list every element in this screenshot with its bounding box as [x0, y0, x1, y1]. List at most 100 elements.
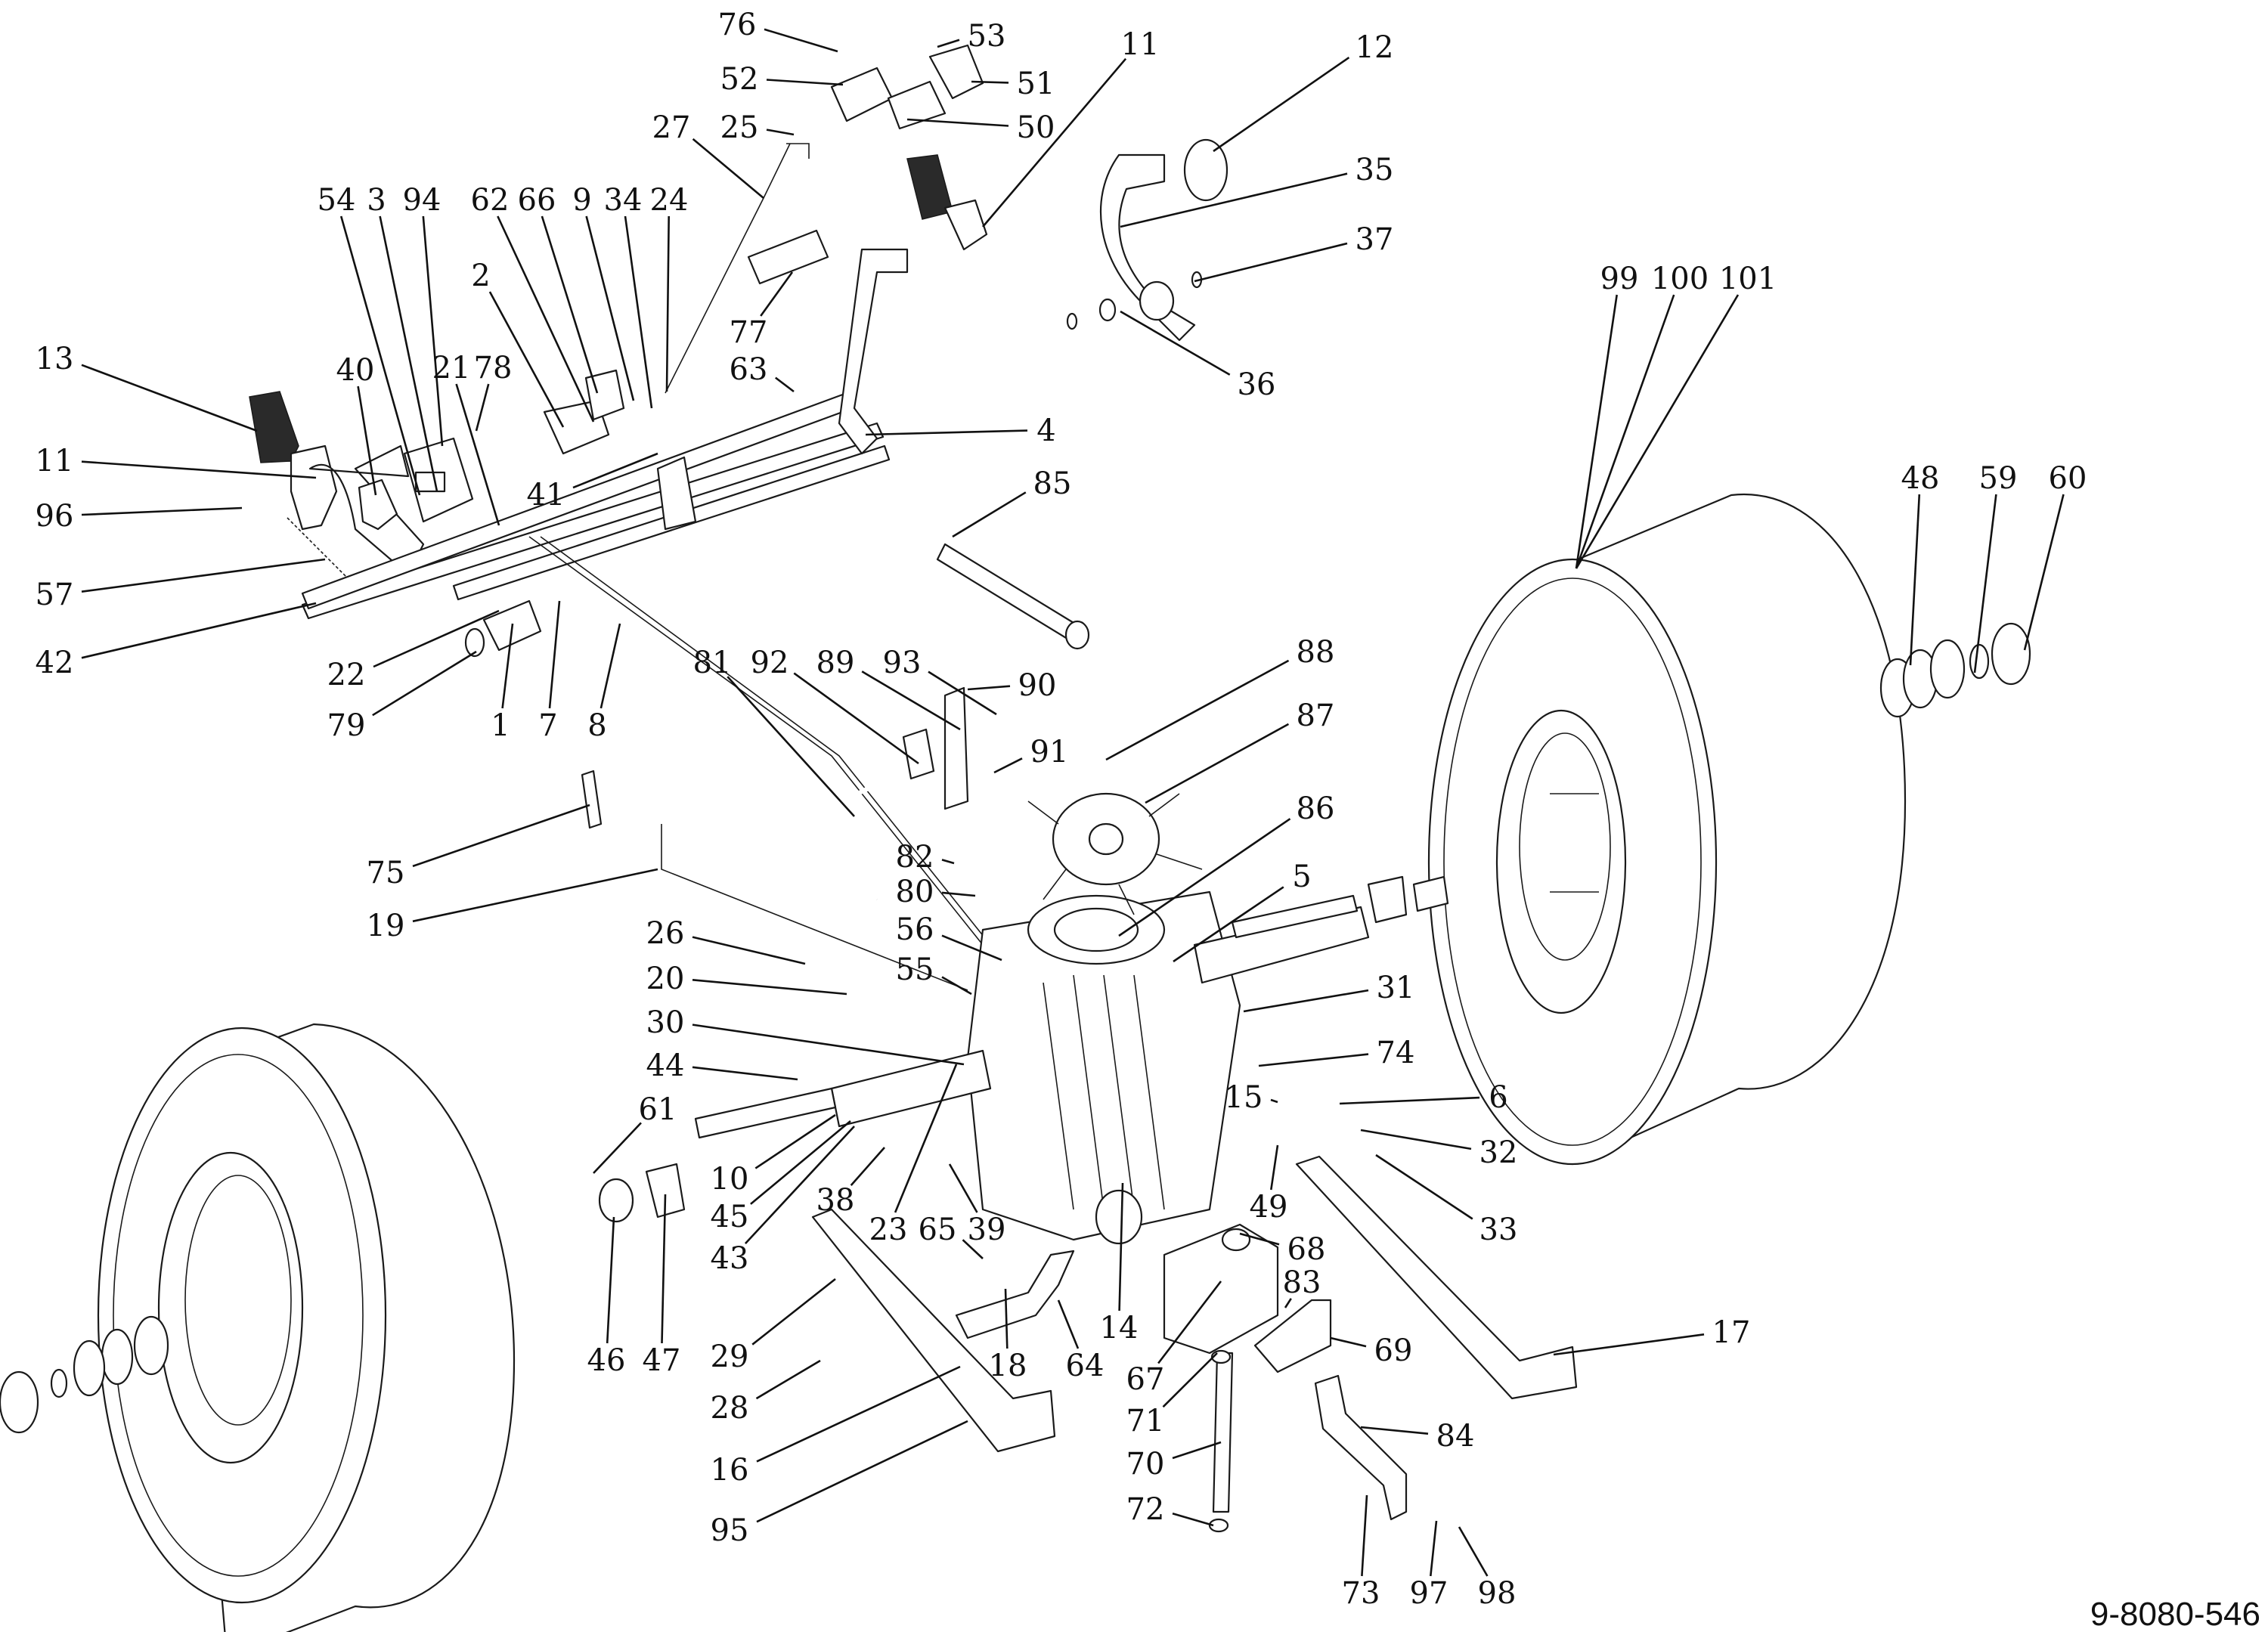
callout-label-69: 69: [1374, 1333, 1413, 1368]
left-rear-tire: [97, 1023, 516, 1632]
leader-line-1: [501, 623, 514, 709]
callout-label-78: 78: [474, 351, 513, 386]
leader-line-29: [751, 1277, 836, 1346]
leader-line-52: [766, 79, 844, 86]
callout-label-16: 16: [711, 1453, 749, 1488]
callout-label-101: 101: [1719, 262, 1777, 296]
leader-line-24: [665, 215, 670, 392]
leader-line-88: [1105, 659, 1290, 761]
leader-line-11: [81, 460, 317, 479]
leader-line-97: [1430, 1520, 1438, 1577]
leader-line-50: [906, 118, 1009, 127]
leader-line-69: [1330, 1336, 1367, 1348]
callout-label-57: 57: [36, 578, 74, 612]
leader-line-45: [750, 1120, 851, 1205]
leader-line-8: [600, 623, 621, 709]
leader-line-67: [1157, 1281, 1222, 1364]
leader-line-6: [1339, 1096, 1480, 1105]
leader-line-68: [1239, 1232, 1280, 1246]
leader-line-20: [692, 979, 847, 996]
callout-label-74: 74: [1377, 1036, 1415, 1070]
callout-label-64: 64: [1066, 1349, 1105, 1383]
callout-label-24: 24: [650, 183, 689, 218]
callout-label-88: 88: [1297, 635, 1335, 670]
leader-line-54: [339, 215, 421, 496]
callout-label-47: 47: [643, 1343, 681, 1378]
leader-line-23: [894, 1064, 958, 1213]
callout-label-80: 80: [896, 875, 934, 909]
callout-label-94: 94: [403, 183, 442, 218]
callout-label-23: 23: [869, 1212, 908, 1247]
leader-line-19: [412, 868, 658, 923]
leader-line-96: [81, 506, 243, 516]
callout-label-100: 100: [1651, 262, 1709, 296]
leader-line-73: [1361, 1494, 1368, 1577]
callout-label-9: 9: [572, 183, 591, 218]
bracket-69: [1253, 1299, 1332, 1373]
left-hub-washers: [0, 1315, 169, 1434]
leader-line-95: [756, 1420, 968, 1523]
leader-line-26: [692, 936, 806, 965]
callout-label-52: 52: [720, 62, 759, 97]
leader-line-53: [937, 39, 960, 48]
callout-label-17: 17: [1712, 1315, 1751, 1350]
leader-line-76: [764, 28, 838, 53]
brackets-top: [543, 369, 625, 455]
leader-line-64: [1057, 1299, 1080, 1349]
callout-label-56: 56: [896, 912, 934, 947]
callout-label-70: 70: [1126, 1447, 1165, 1482]
callout-label-35: 35: [1356, 153, 1394, 187]
leader-line-91: [993, 757, 1023, 774]
leader-line-93: [928, 670, 997, 716]
callout-label-19: 19: [367, 909, 405, 943]
callout-label-44: 44: [646, 1048, 685, 1083]
right-hub-washers: [1879, 622, 2031, 718]
callout-label-87: 87: [1297, 698, 1335, 733]
leader-line-44: [692, 1066, 798, 1081]
brake-pedal-arm: [1066, 138, 1228, 342]
reverse-pedal-arm: [838, 248, 909, 455]
callout-label-36: 36: [1238, 367, 1276, 402]
leader-line-21: [455, 383, 500, 526]
callout-label-55: 55: [896, 952, 934, 987]
leader-line-25: [766, 129, 795, 136]
callout-label-4: 4: [1036, 413, 1055, 448]
leader-line-46: [606, 1216, 615, 1344]
leader-line-66: [541, 215, 599, 394]
leader-line-13: [81, 364, 258, 432]
callout-label-20: 20: [646, 962, 685, 996]
leader-line-78: [475, 383, 490, 432]
callout-label-38: 38: [816, 1183, 855, 1218]
leader-line-89: [861, 670, 961, 731]
leader-line-14: [1118, 1182, 1124, 1311]
leader-line-18: [1004, 1288, 1009, 1349]
callout-label-45: 45: [711, 1200, 749, 1234]
callout-label-71: 71: [1126, 1404, 1165, 1438]
leader-line-60: [2023, 494, 2065, 651]
callout-label-1: 1: [491, 708, 510, 743]
callout-label-73: 73: [1342, 1576, 1380, 1611]
leader-line-90: [967, 685, 1011, 691]
callout-label-8: 8: [587, 708, 606, 743]
callout-label-26: 26: [646, 916, 685, 951]
leader-line-49: [1270, 1144, 1279, 1191]
leader-line-33: [1375, 1154, 1473, 1220]
leader-line-11: [982, 57, 1127, 228]
pedal-pads-top: [830, 44, 988, 251]
callout-label-25: 25: [720, 110, 759, 145]
leader-line-7: [548, 600, 561, 709]
pedal-bracket: [358, 437, 474, 531]
callout-label-11: 11: [1121, 27, 1160, 62]
leader-line-55: [941, 976, 972, 996]
callout-label-5: 5: [1292, 859, 1311, 894]
leader-line-32: [1360, 1129, 1472, 1150]
callout-label-60: 60: [2049, 461, 2087, 496]
callout-label-15: 15: [1225, 1080, 1263, 1115]
leader-line-83: [1284, 1298, 1292, 1308]
callout-label-13: 13: [36, 342, 74, 376]
callout-label-84: 84: [1436, 1419, 1475, 1454]
leader-line-4: [865, 429, 1028, 436]
plate-75: [581, 770, 603, 829]
leader-line-2: [488, 291, 565, 428]
